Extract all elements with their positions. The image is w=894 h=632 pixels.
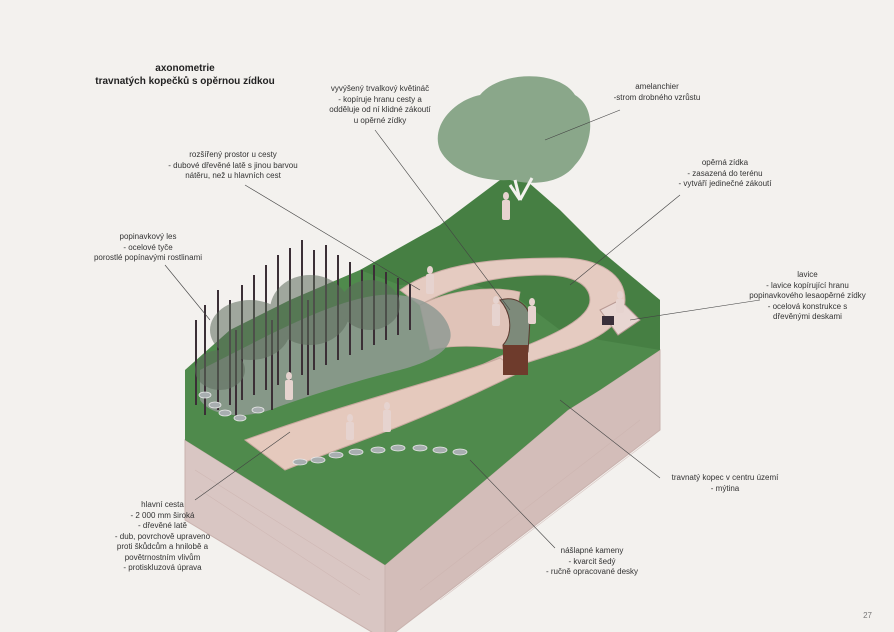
label-text: - dřevěné latě bbox=[138, 521, 187, 530]
label-text: -strom drobného vzrůstu bbox=[613, 92, 701, 102]
label-amelanchier: amelanchier -strom drobného vzrůstu bbox=[592, 82, 722, 103]
label-text: u opěrné zídky bbox=[353, 115, 407, 125]
label-text: - protiskluzová úprava bbox=[123, 563, 202, 572]
label-text: odděluje od ní klidné zákoutí bbox=[329, 105, 431, 114]
label-text: rozšířený prostor u cesty bbox=[189, 150, 277, 159]
label-text: popinavkového lesaopěrné zídky bbox=[749, 291, 866, 300]
leader-lines bbox=[164, 109, 761, 549]
label-text: proti škůdcům a hnilobě a bbox=[116, 542, 209, 551]
label-hop-forest: popinavkový les - ocelové tyče porostlé … bbox=[78, 232, 218, 264]
label-text: amelanchier bbox=[635, 82, 679, 91]
label-text: hlavní cesta bbox=[141, 500, 184, 509]
label-text: lavice bbox=[797, 270, 818, 279]
label-stepping-stones: nášlapné kameny - kvarcit šedý - ručně o… bbox=[522, 546, 662, 578]
label-widened-space: rozšířený prostor u cesty - dubové dřevě… bbox=[148, 150, 318, 182]
title-line-1: axonometrie bbox=[155, 63, 215, 74]
label-text: popinavkový les bbox=[119, 232, 177, 241]
label-main-path: hlavní cesta - 2 000 mm široká - dřevěné… bbox=[100, 500, 225, 574]
label-perennial-planter: vyvýšený trvalkový květináč - kopíruje h… bbox=[300, 84, 460, 126]
bench-seat bbox=[602, 316, 614, 325]
label-text: dřevěnými deskami bbox=[773, 312, 842, 321]
label-text: - ručně opracované desky bbox=[545, 567, 639, 576]
bench-shape bbox=[599, 299, 641, 336]
people bbox=[285, 192, 624, 440]
label-text: - dub, povrchově upraveno bbox=[114, 531, 211, 541]
label-text: nátěru, než u hlavních cest bbox=[185, 171, 281, 180]
label-text: - kopíruje hranu cesty a bbox=[338, 94, 422, 104]
label-text: - 2 000 mm široká bbox=[130, 510, 195, 520]
label-text: - ocelové tyče bbox=[123, 242, 173, 252]
label-bench: lavice - lavice kopírující hranu popinav… bbox=[740, 270, 875, 323]
label-text: povětrnostním vlivům bbox=[124, 552, 201, 562]
tree-trunk bbox=[508, 177, 534, 201]
label-grass-hill: travnatý kopec v centru území - mýtina bbox=[655, 473, 795, 494]
tree-canopy bbox=[437, 76, 591, 183]
label-retaining-wall: opěrná zídka - zasazená do terénu - vytv… bbox=[655, 158, 795, 190]
page-number: 27 bbox=[863, 611, 872, 620]
stepping-stones bbox=[198, 391, 468, 466]
label-text: nášlapné kameny bbox=[560, 546, 624, 555]
perennial-bed-base bbox=[503, 345, 528, 375]
title-line-2: travnatých kopečků s opěrnou zídkou bbox=[95, 76, 275, 87]
label-text: - ocelová konstrukce s bbox=[767, 301, 848, 311]
label-text: - vytváří jedinečné zákoutí bbox=[678, 179, 772, 188]
label-text: - lavice kopírující hranu bbox=[766, 280, 849, 290]
page-title: axonometrie travnatých kopečků s opěrnou… bbox=[90, 62, 280, 88]
label-text: - dubové dřevěné latě s jinou barvou bbox=[168, 160, 298, 170]
label-text: opěrná zídka bbox=[701, 158, 749, 167]
label-text: - mýtina bbox=[710, 483, 740, 493]
label-text: - kvarcit šedý bbox=[568, 556, 616, 566]
label-text: - zasazená do terénu bbox=[687, 168, 763, 178]
label-text: vyvýšený trvalkový květináč bbox=[330, 84, 430, 93]
label-text: travnatý kopec v centru území bbox=[671, 473, 779, 482]
label-text: porostlé popínavými rostlinami bbox=[93, 253, 203, 262]
hop-foliage bbox=[195, 275, 400, 390]
